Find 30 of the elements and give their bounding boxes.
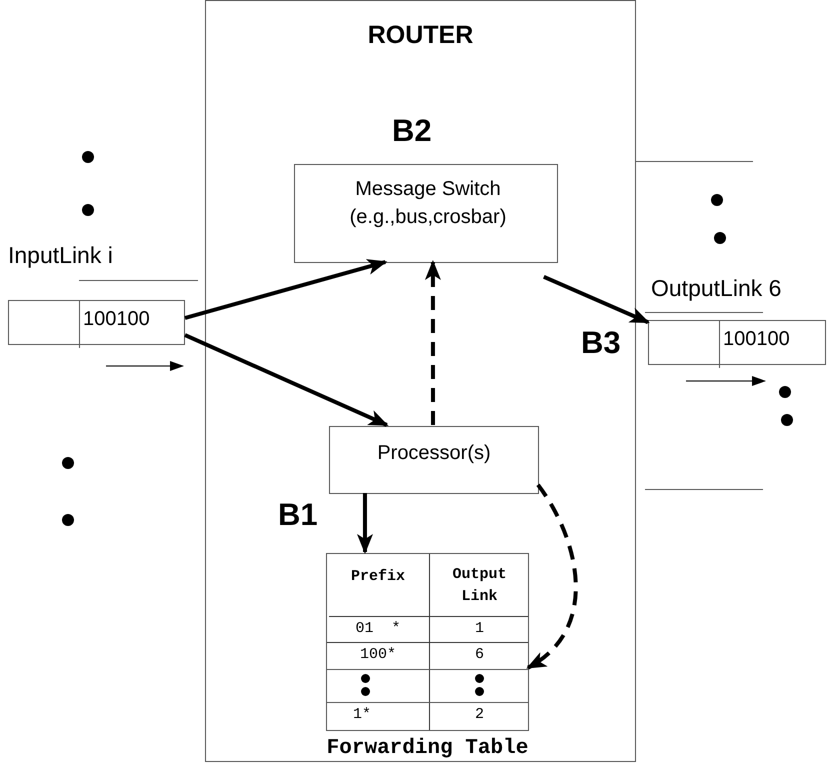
packet-bits: 100100 xyxy=(723,327,790,351)
port-label: B1 xyxy=(278,497,318,533)
arrow xyxy=(184,333,389,427)
port-label: B2 xyxy=(392,112,432,150)
router-title: ROUTER xyxy=(366,20,474,51)
box-text: Processor(s) xyxy=(376,441,492,466)
arrow xyxy=(184,259,388,320)
table-cell-text: 1* xyxy=(352,706,372,724)
table-cell-text: Prefix xyxy=(350,568,406,586)
link-label: InputLink i xyxy=(8,241,113,270)
table-cell-text: 2 xyxy=(474,706,485,724)
table-cell-text: Output Link xyxy=(451,565,508,607)
arrow xyxy=(543,275,650,324)
packet-buffer xyxy=(8,300,185,345)
port-label: B3 xyxy=(581,325,621,361)
table-cell-text: 100* xyxy=(358,646,397,664)
processor-box xyxy=(329,426,539,494)
switch-box xyxy=(294,164,558,263)
table-title: Forwarding Table xyxy=(326,736,530,762)
arrow xyxy=(424,260,441,425)
router-box xyxy=(205,0,636,762)
arrow xyxy=(526,484,578,670)
table-cell-text: 1 xyxy=(474,620,485,638)
table-cell-text: 6 xyxy=(474,646,485,664)
packet-buffer xyxy=(648,320,826,365)
link-label: OutputLink 6 xyxy=(651,274,782,303)
table-cell-text: 01 * xyxy=(354,620,402,638)
box-text: Message Switch (e.g.,bus,crosbar) xyxy=(348,177,508,230)
packet-bits: 100100 xyxy=(83,307,150,331)
arrow xyxy=(356,493,373,554)
